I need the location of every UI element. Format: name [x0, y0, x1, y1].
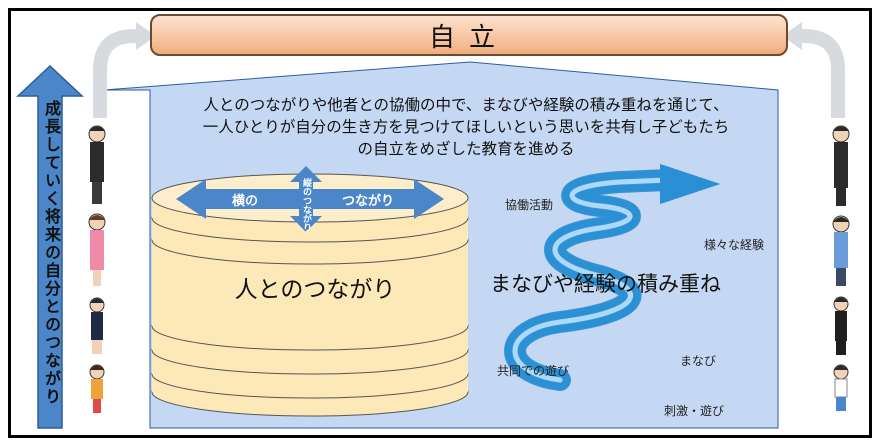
mission-statement: 人とのつながりや他者との協働の中で、まなびや経験の積み重ねを通じて、 一人ひとり… [158, 94, 774, 160]
label-learning: まなび [680, 354, 717, 368]
people-right [832, 125, 850, 411]
growth-arrow [16, 64, 84, 429]
horizontal-connection-label-right: つながり [342, 194, 395, 209]
left-curve-arrow-head [136, 22, 156, 50]
right-curve-arrow [800, 29, 845, 118]
label-shared-play: 共同での遊び [497, 364, 570, 378]
vertical-arrow [290, 166, 322, 232]
right-curve-arrow-head [782, 22, 802, 50]
horizontal-connection-label-left: 横の [232, 194, 259, 209]
goal-label: 自立 [428, 22, 509, 53]
mission-line: 一人ひとりが自分の生き方を見つけてほしいという思いを共有し子どもたち [202, 118, 730, 136]
label-stimulus-play: 刺激・遊び [664, 404, 725, 418]
mission-line: の自立をめざした教育を進める [357, 140, 575, 158]
mission-line: 人とのつながりや他者との協働の中で、まなびや経験の積み重ねを通じて、 [203, 96, 729, 114]
label-various-experiences: 様々な経験 [704, 238, 765, 252]
learning-title: まなびや経験の積み重ね [490, 272, 721, 296]
left-curve-arrow [93, 29, 138, 118]
goal-independence: 自立 [150, 14, 788, 56]
connections-title: 人とのつながり [234, 277, 396, 303]
label-collaboration: 協働活動 [505, 198, 554, 212]
vertical-connection-label: 縦のつながり [301, 178, 311, 232]
growth-arrow-label: 成長していく将来の自分とのつながり [42, 100, 61, 406]
people-left [88, 125, 106, 413]
